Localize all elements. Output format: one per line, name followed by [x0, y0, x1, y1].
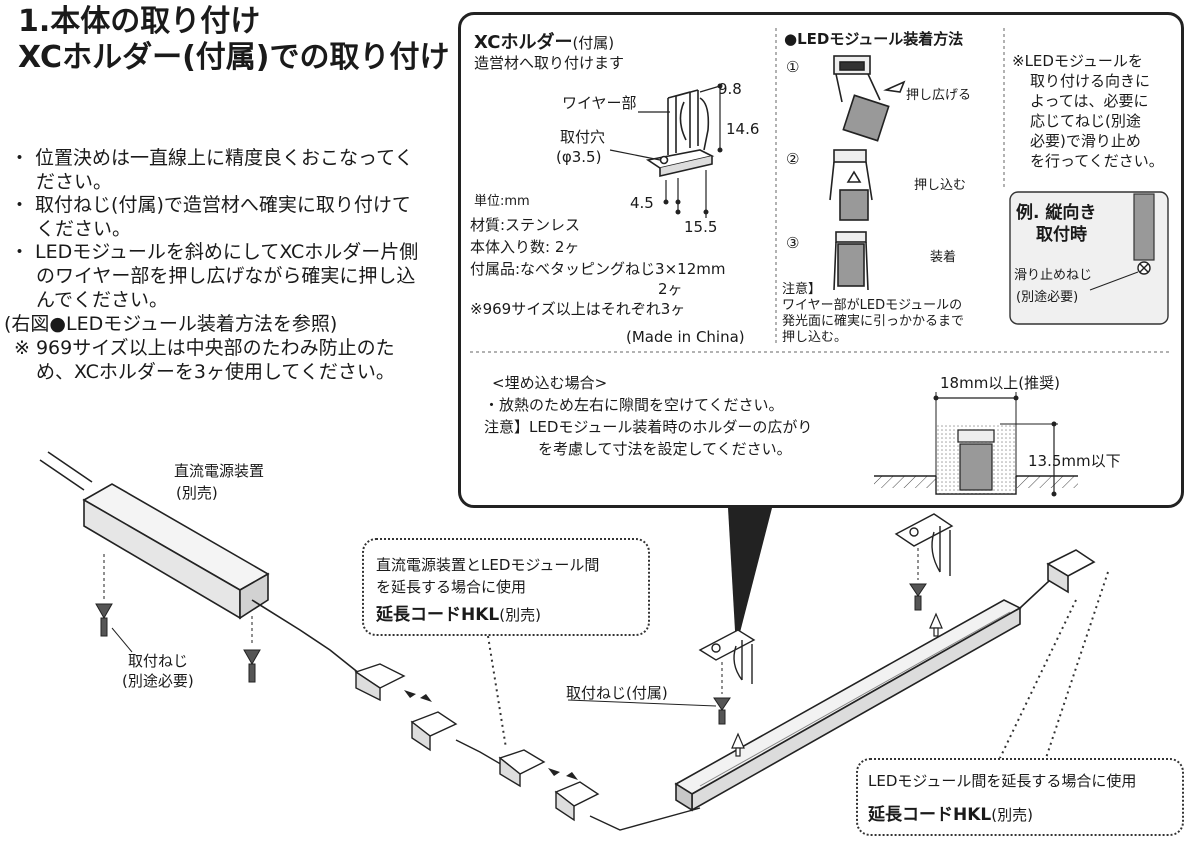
hole-size: (φ3.5) [556, 148, 602, 166]
callout-pointer [728, 508, 772, 648]
recessed-heading: <埋め込む場合> [492, 374, 608, 392]
holder-subheading: 造営材へ取り付けます [474, 54, 625, 72]
ext-cord-line1: 直流電源装置とLEDモジュール間 [376, 556, 600, 574]
dim-offset: 4.5 [630, 194, 654, 212]
holder-screw-label: 取付ねじ(付属) [566, 684, 668, 702]
caution-line1: ワイヤー部がLEDモジュールの [782, 298, 963, 313]
side-note-line4: 応じてねじ(別途 [1030, 112, 1141, 130]
side-note-line1: ※LEDモジュールを [1012, 52, 1143, 70]
dim-height: 14.6 [726, 120, 760, 138]
size-note: ※969サイズ以上はそれぞれ3ヶ [470, 300, 686, 318]
mount-step-2 [829, 149, 873, 221]
holder-heading-suffix: (付属) [572, 34, 615, 52]
bullet-1-line2: ださい。 [36, 171, 113, 193]
mounting-heading: ●LEDモジュール装着方法 [784, 30, 964, 48]
side-note-line5: 必要)で滑り止め [1030, 132, 1141, 150]
screw-icon [95, 603, 113, 637]
origin: (Made in China) [626, 328, 745, 346]
accessory-line1: 付属品:なべタッピングねじ3×12mm [470, 260, 726, 278]
holder-heading: XCホルダー(付属) [474, 28, 614, 54]
recessed-dim-depth: 13.5mm以下 [1028, 452, 1121, 470]
bullet-3-line2: のワイヤー部を押し広げながら確実に押し込 [36, 265, 416, 287]
size-note-line2: め、XCホルダーを3ヶ使用してください。 [36, 361, 395, 383]
recessed-line3: を考慮して寸法を設定してください。 [538, 440, 792, 458]
bullet-3-line1: ・ LEDモジュールを斜めにしてXCホルダー片側 [10, 241, 419, 263]
holder-on-bar [698, 513, 954, 684]
hole-label: 取付穴 [560, 128, 606, 146]
side-note-line2: 取り付ける向きに [1030, 72, 1151, 90]
xc-holder-drawing [645, 89, 715, 178]
caution-head: 注意】 [782, 282, 822, 297]
slip-screw-line1: 滑り止めねじ [1014, 268, 1093, 283]
side-note-line6: を行ってください。 [1030, 152, 1164, 170]
vertical-example-box [1009, 191, 1169, 325]
push-arrows-icon [404, 690, 578, 780]
recessed-section [874, 392, 1078, 497]
bullet-1-line1: ・ 位置決めは一直線上に精度良くおこなってく [10, 147, 414, 169]
connector-drawing [354, 663, 701, 831]
module-ext-suffix: (別売) [991, 806, 1033, 824]
power-supply-drawing [39, 451, 361, 675]
size-note-line1: ※ 969サイズ以上は中央部のたわみ防止のた [14, 337, 395, 359]
ext-cord-suffix: (別売) [499, 606, 541, 624]
page-title-line2: XCホルダー(付属)での取り付け [18, 40, 450, 75]
recessed-line2: 注意】LEDモジュール装着時のホルダーの広がり [484, 418, 813, 436]
screw-icon [713, 583, 927, 725]
ext-cord-name: 延長コードHKL [376, 605, 500, 625]
example-line1: 例. 縦向き [1016, 203, 1097, 223]
power-supply-sold-separately: (別売) [176, 484, 218, 502]
ext-cord-line2: を延長する場合に使用 [376, 578, 527, 596]
recessed-line1: ・放熱のため左右に隙間を空けてください。 [484, 396, 784, 414]
dim-width: 9.8 [718, 80, 742, 98]
mount-step-1 [833, 55, 906, 142]
dim-length: 15.5 [684, 218, 718, 236]
module-ext-name: 延長コードHKL [868, 805, 992, 825]
unit-label: 単位:mm [474, 194, 530, 209]
extension-cord-callout [362, 538, 650, 636]
step-3-label: 装着 [930, 250, 957, 265]
bullet-2-line1: ・ 取付ねじ(付属)で造営材へ確実に取り付けて [10, 194, 411, 216]
spec-panel [458, 12, 1184, 508]
module-ext-line1: LEDモジュール間を延長する場合に使用 [868, 772, 1137, 790]
quantity: 本体入り数: 2ヶ [470, 238, 580, 256]
side-note-line3: よっては、必要に [1030, 92, 1149, 110]
caution-line3: 押し込む。 [782, 330, 848, 345]
mount-step-3 [833, 231, 869, 291]
mount-screw-label: 取付ねじ [128, 652, 189, 670]
bullet-3-line3: んでください。 [36, 289, 169, 311]
power-supply-label: 直流電源装置 [174, 462, 265, 480]
step-2-number: ② [786, 150, 800, 168]
slip-screw-line2: (別途必要) [1016, 290, 1079, 305]
up-arrow-icon [731, 612, 943, 757]
step-2-label: 押し込む [914, 178, 967, 193]
recessed-dim-width: 18mm以上(推奨) [940, 374, 1061, 392]
step-1-number: ① [786, 58, 800, 76]
ext-cord-product: 延長コードHKL(別売) [376, 600, 541, 625]
screw-icon [243, 649, 261, 683]
bullet-2-line2: ください。 [36, 218, 132, 240]
caution-line2: 発光面に確実に引っかかるまで [782, 314, 965, 329]
mount-screw-note: (別途必要) [122, 672, 194, 690]
wire-label: ワイヤー部 [562, 94, 637, 112]
reference-note: (右図●LEDモジュール装着方法を参照) [4, 313, 338, 335]
page-title-line1: 1.本体の取り付け [18, 4, 261, 39]
accessory-line2: 2ヶ [658, 280, 683, 298]
material: 材質:ステンレス [470, 216, 581, 234]
step-3-number: ③ [786, 234, 800, 252]
example-line2: 取付時 [1036, 225, 1087, 245]
holder-heading-name: XCホルダー [474, 32, 573, 53]
module-ext-product: 延長コードHKL(別売) [868, 800, 1033, 825]
module-extension-callout [856, 758, 1184, 836]
step-1-label: 押し広げる [906, 88, 972, 103]
led-module-bar [674, 549, 1096, 812]
